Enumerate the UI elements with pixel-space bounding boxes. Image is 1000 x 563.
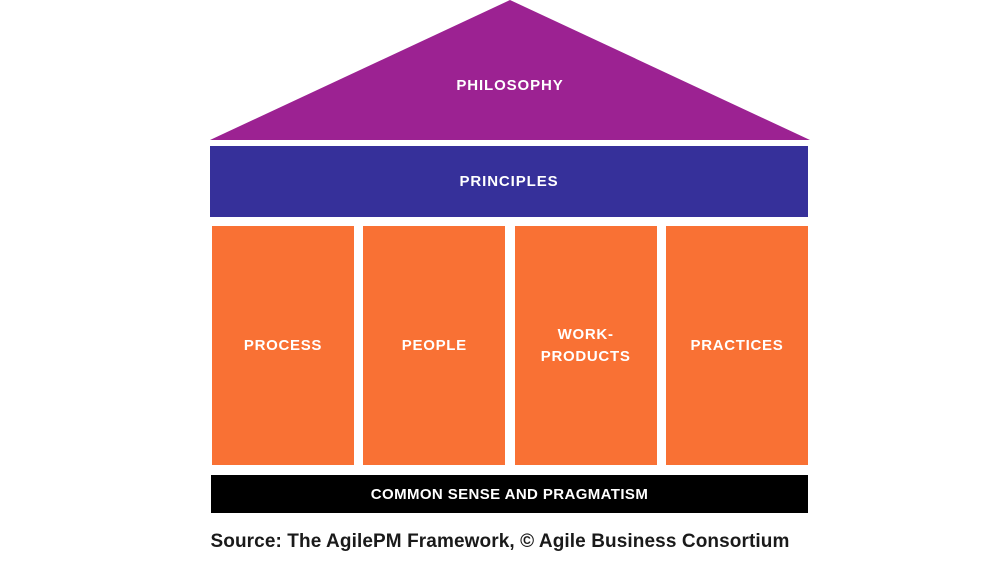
roof-triangle-shape [210,0,810,140]
pillar-practices: PRACTICES [665,226,808,465]
pillar-process: PROCESS [212,226,354,465]
pillar-people-label: PEOPLE [401,336,467,354]
principles-band: PRINCIPLES [210,146,808,217]
pillars-group: PROCESS PEOPLE WORK-PRODUCTS PRACTICES [212,226,808,465]
pillar-work-products: WORK-PRODUCTS [514,226,657,465]
pillar-work-products-label: WORK-PRODUCTS [540,325,631,365]
pillar-people: PEOPLE [363,226,506,465]
foundation-label: COMMON SENSE AND PRAGMATISM [370,485,649,503]
pillar-process-label: PROCESS [243,336,323,354]
roof-triangle-polygon [210,0,810,140]
foundation-bar: COMMON SENSE AND PRAGMATISM [211,475,808,513]
source-caption: Source: The AgilePM Framework, © Agile B… [210,531,790,552]
philosophy-roof: PHILOSOPHY [210,0,810,140]
principles-label: PRINCIPLES [459,173,559,190]
pillar-practices-label: PRACTICES [690,336,784,354]
